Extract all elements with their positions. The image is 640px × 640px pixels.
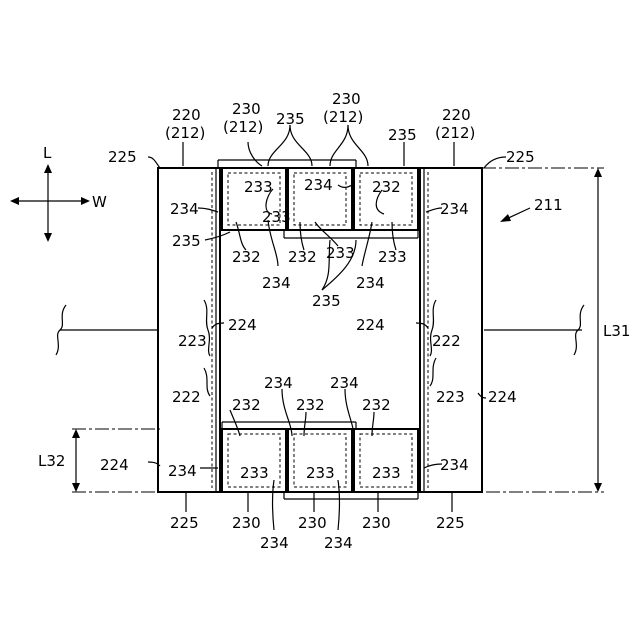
label-224-left: 224 xyxy=(228,316,257,334)
label-232-2: 232 xyxy=(232,248,261,266)
label-223-right: 223 xyxy=(436,388,465,406)
label-234-1: 234 xyxy=(304,176,333,194)
label-225-bottom-left: 225 xyxy=(170,514,199,532)
label-230-bottom-1: 230 xyxy=(232,514,261,532)
direction-arrows: L W xyxy=(10,144,107,242)
label-233-5: 233 xyxy=(240,464,269,482)
label-233-4: 233 xyxy=(378,248,407,266)
side-wires xyxy=(56,305,584,355)
dimension-label-l31: L31 xyxy=(603,322,630,340)
label-212-top-left: (212) xyxy=(223,118,263,136)
label-233-7: 233 xyxy=(372,464,401,482)
label-230-bottom-2: 230 xyxy=(298,514,327,532)
label-234-mid-2: 234 xyxy=(356,274,385,292)
label-230-top-left: 230 xyxy=(232,100,261,118)
label-234-left-top: 234 xyxy=(170,200,199,218)
label-233-6: 233 xyxy=(306,464,335,482)
label-232-3: 232 xyxy=(288,248,317,266)
label-225-bottom-right: 225 xyxy=(436,514,465,532)
label-234-bottom-2: 234 xyxy=(330,374,359,392)
dimension-l32: L32 xyxy=(38,429,80,492)
label-224-right-outer: 224 xyxy=(488,388,517,406)
label-230-top-right: 230 xyxy=(332,90,361,108)
label-234-mid-1: 234 xyxy=(262,274,291,292)
reference-number: 211 xyxy=(534,196,563,214)
direction-label-w: W xyxy=(92,193,107,211)
label-233-3: 233 xyxy=(326,244,355,262)
label-220-left: 220 xyxy=(172,106,201,124)
label-232-4: 232 xyxy=(232,396,261,414)
label-225-top-left: 225 xyxy=(108,148,137,166)
label-222-right: 222 xyxy=(432,332,461,350)
label-234-bottom-right: 234 xyxy=(440,456,469,474)
label-233-1: 233 xyxy=(244,178,273,196)
label-232-1: 232 xyxy=(372,178,401,196)
label-234-bottom-left: 234 xyxy=(168,462,197,480)
label-225-top-right: 225 xyxy=(506,148,535,166)
label-212-top-right: (212) xyxy=(323,108,363,126)
label-234-right-top: 234 xyxy=(440,200,469,218)
label-235-center: 235 xyxy=(312,292,341,310)
bottom-tile-group xyxy=(222,422,418,499)
dimension-l31: L31 xyxy=(594,168,630,492)
label-223-left: 223 xyxy=(178,332,207,350)
label-235-top-2: 235 xyxy=(388,126,417,144)
label-234-bottom-4: 234 xyxy=(324,534,353,552)
label-233-2: 233 xyxy=(262,208,291,226)
label-235-top-1: 235 xyxy=(276,110,305,128)
label-235-left: 235 xyxy=(172,232,201,250)
label-212-left: (212) xyxy=(165,124,205,142)
label-224-bottom-left: 224 xyxy=(100,456,129,474)
label-230-bottom-3: 230 xyxy=(362,514,391,532)
labels: 220 (212) 230 (212) 230 (212) 220 (212) … xyxy=(100,90,535,552)
label-234-bottom-3: 234 xyxy=(260,534,289,552)
figure-reference: 211 xyxy=(500,196,563,222)
label-224-right: 224 xyxy=(356,316,385,334)
label-222-left: 222 xyxy=(172,388,201,406)
label-212-right: (212) xyxy=(435,124,475,142)
direction-label-l: L xyxy=(43,144,52,162)
label-234-bottom-1: 234 xyxy=(264,374,293,392)
label-220-right: 220 xyxy=(442,106,471,124)
dimension-label-l32: L32 xyxy=(38,452,65,470)
label-232-5: 232 xyxy=(296,396,325,414)
label-232-6: 232 xyxy=(362,396,391,414)
